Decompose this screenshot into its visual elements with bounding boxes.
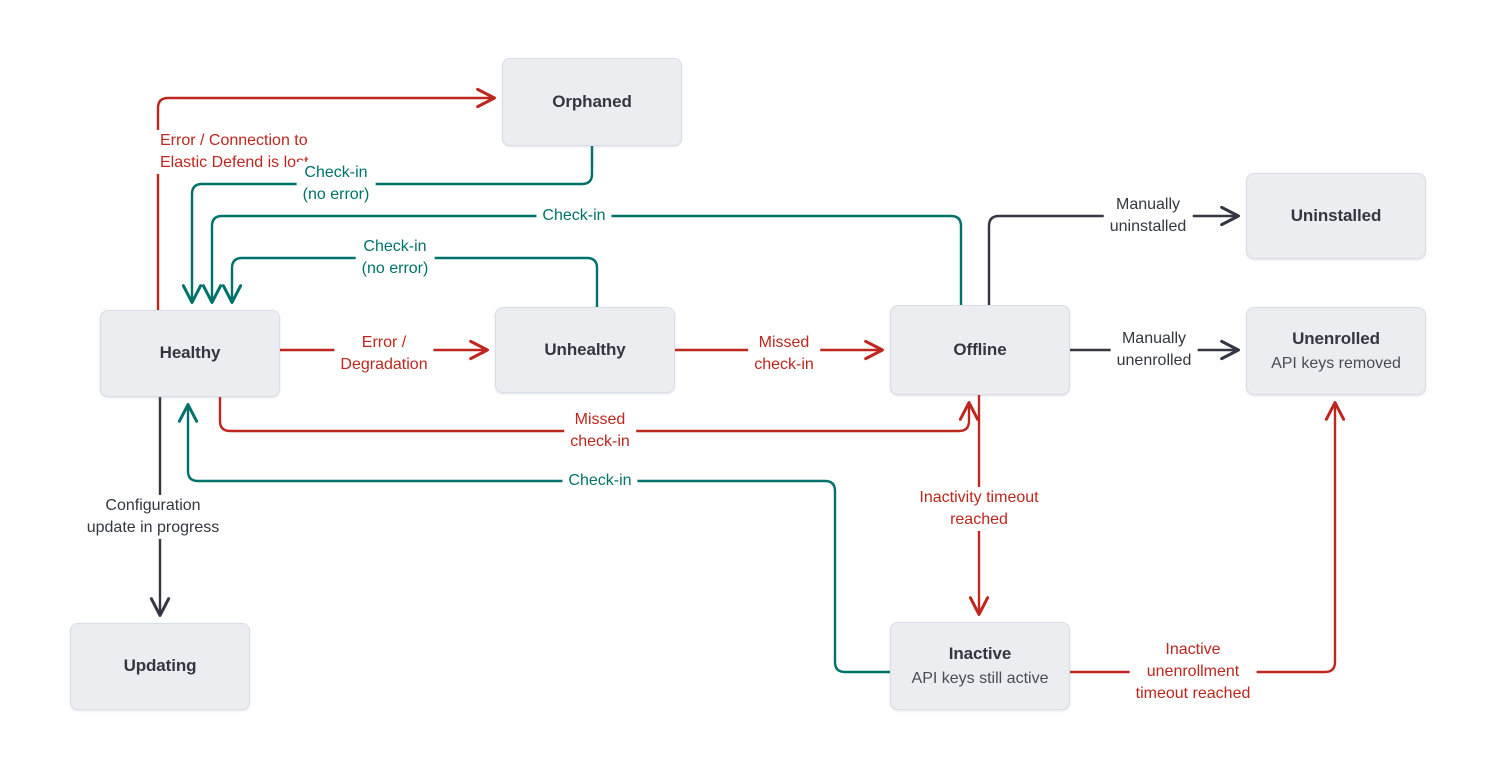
node-updating[interactable]: Updating [70,623,250,710]
wire-offline-to-uninstalled [987,216,1238,305]
node-inactive-subtitle: API keys still active [911,669,1049,687]
node-healthy-title: Healthy [159,343,221,363]
edge-label-healthy-to-orphaned: Error / Connection to Elastic Defend is … [154,129,315,175]
node-healthy[interactable]: Healthy [100,310,280,397]
node-offline[interactable]: Offline [890,305,1070,395]
edge-label-unhealthy-to-offline: Missed check-in [748,331,820,377]
node-orphaned[interactable]: Orphaned [502,58,682,146]
node-inactive[interactable]: Inactive API keys still active [890,622,1070,710]
edge-label-healthy-to-updating: Configuration update in progress [80,494,226,540]
node-unenrolled[interactable]: Unenrolled API keys removed [1246,307,1426,395]
edge-label-unhealthy-to-healthy: Check-in (no error) [355,235,435,281]
node-uninstalled[interactable]: Uninstalled [1246,173,1426,259]
node-orphaned-title: Orphaned [552,91,632,111]
edge-label-healthy-to-offline: Missed check-in [564,408,636,454]
node-unenrolled-subtitle: API keys removed [1271,354,1401,372]
edge-label-inactive-to-unenrolled: Inactive unenrollment timeout reached [1129,638,1257,706]
edge-label-offline-to-unenrolled: Manually unenrolled [1110,327,1198,373]
edge-label-healthy-to-unhealthy: Error / Degradation [334,331,434,377]
wire-orphaned-to-healthy [192,146,594,302]
node-uninstalled-title: Uninstalled [1290,205,1382,225]
edge-label-offline-to-uninstalled: Manually uninstalled [1103,193,1193,239]
edge-label-inactive-to-healthy: Check-in [562,469,638,493]
wire-inactive-to-unenrolled [1070,403,1335,674]
wire-healthy-to-orphaned [156,98,494,310]
wire-inactive-to-healthy [188,405,890,674]
node-unhealthy-title: Unhealthy [544,339,626,359]
wire-offline-to-healthy [212,214,963,305]
edge-label-offline-to-inactive: Inactivity timeout reached [913,486,1045,532]
node-unhealthy[interactable]: Unhealthy [495,307,675,393]
edge-label-orphaned-to-healthy: Check-in (no error) [296,161,376,207]
edge-label-offline-to-healthy: Check-in [536,204,612,228]
node-unenrolled-title: Unenrolled [1292,328,1380,348]
node-offline-title: Offline [953,339,1007,359]
node-inactive-title: Inactive [948,643,1012,663]
node-updating-title: Updating [123,656,197,676]
